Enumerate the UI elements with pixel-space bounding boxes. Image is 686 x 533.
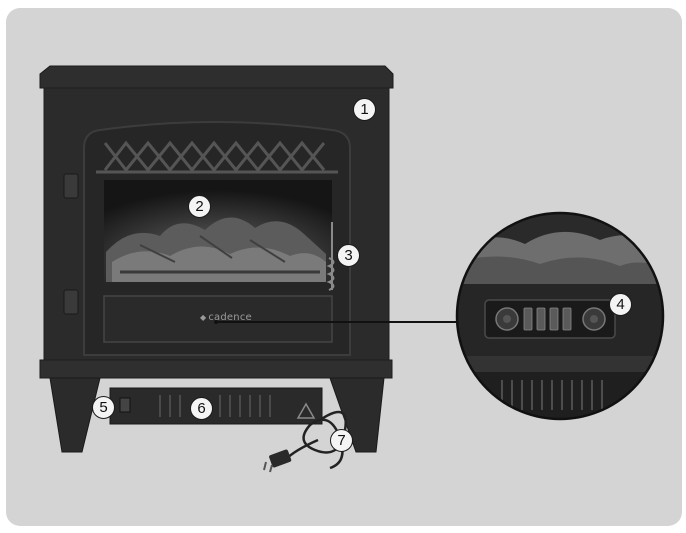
heater-vent	[110, 388, 322, 424]
callout-3: 3	[337, 244, 360, 267]
power-plug-icon	[264, 449, 292, 472]
callout-1: 1	[353, 98, 376, 121]
callout-4: 4	[609, 293, 632, 316]
control-panel-zoom	[455, 210, 665, 422]
stove-base	[40, 360, 392, 378]
callout-7: 7	[330, 429, 353, 452]
stove-top	[40, 66, 393, 88]
callout-2: 2	[188, 195, 211, 218]
brand-logo: ◆cadence	[200, 312, 252, 323]
power-switch-icon	[120, 398, 130, 412]
callout-5: 5	[92, 396, 115, 419]
callout-6: 6	[190, 397, 213, 420]
